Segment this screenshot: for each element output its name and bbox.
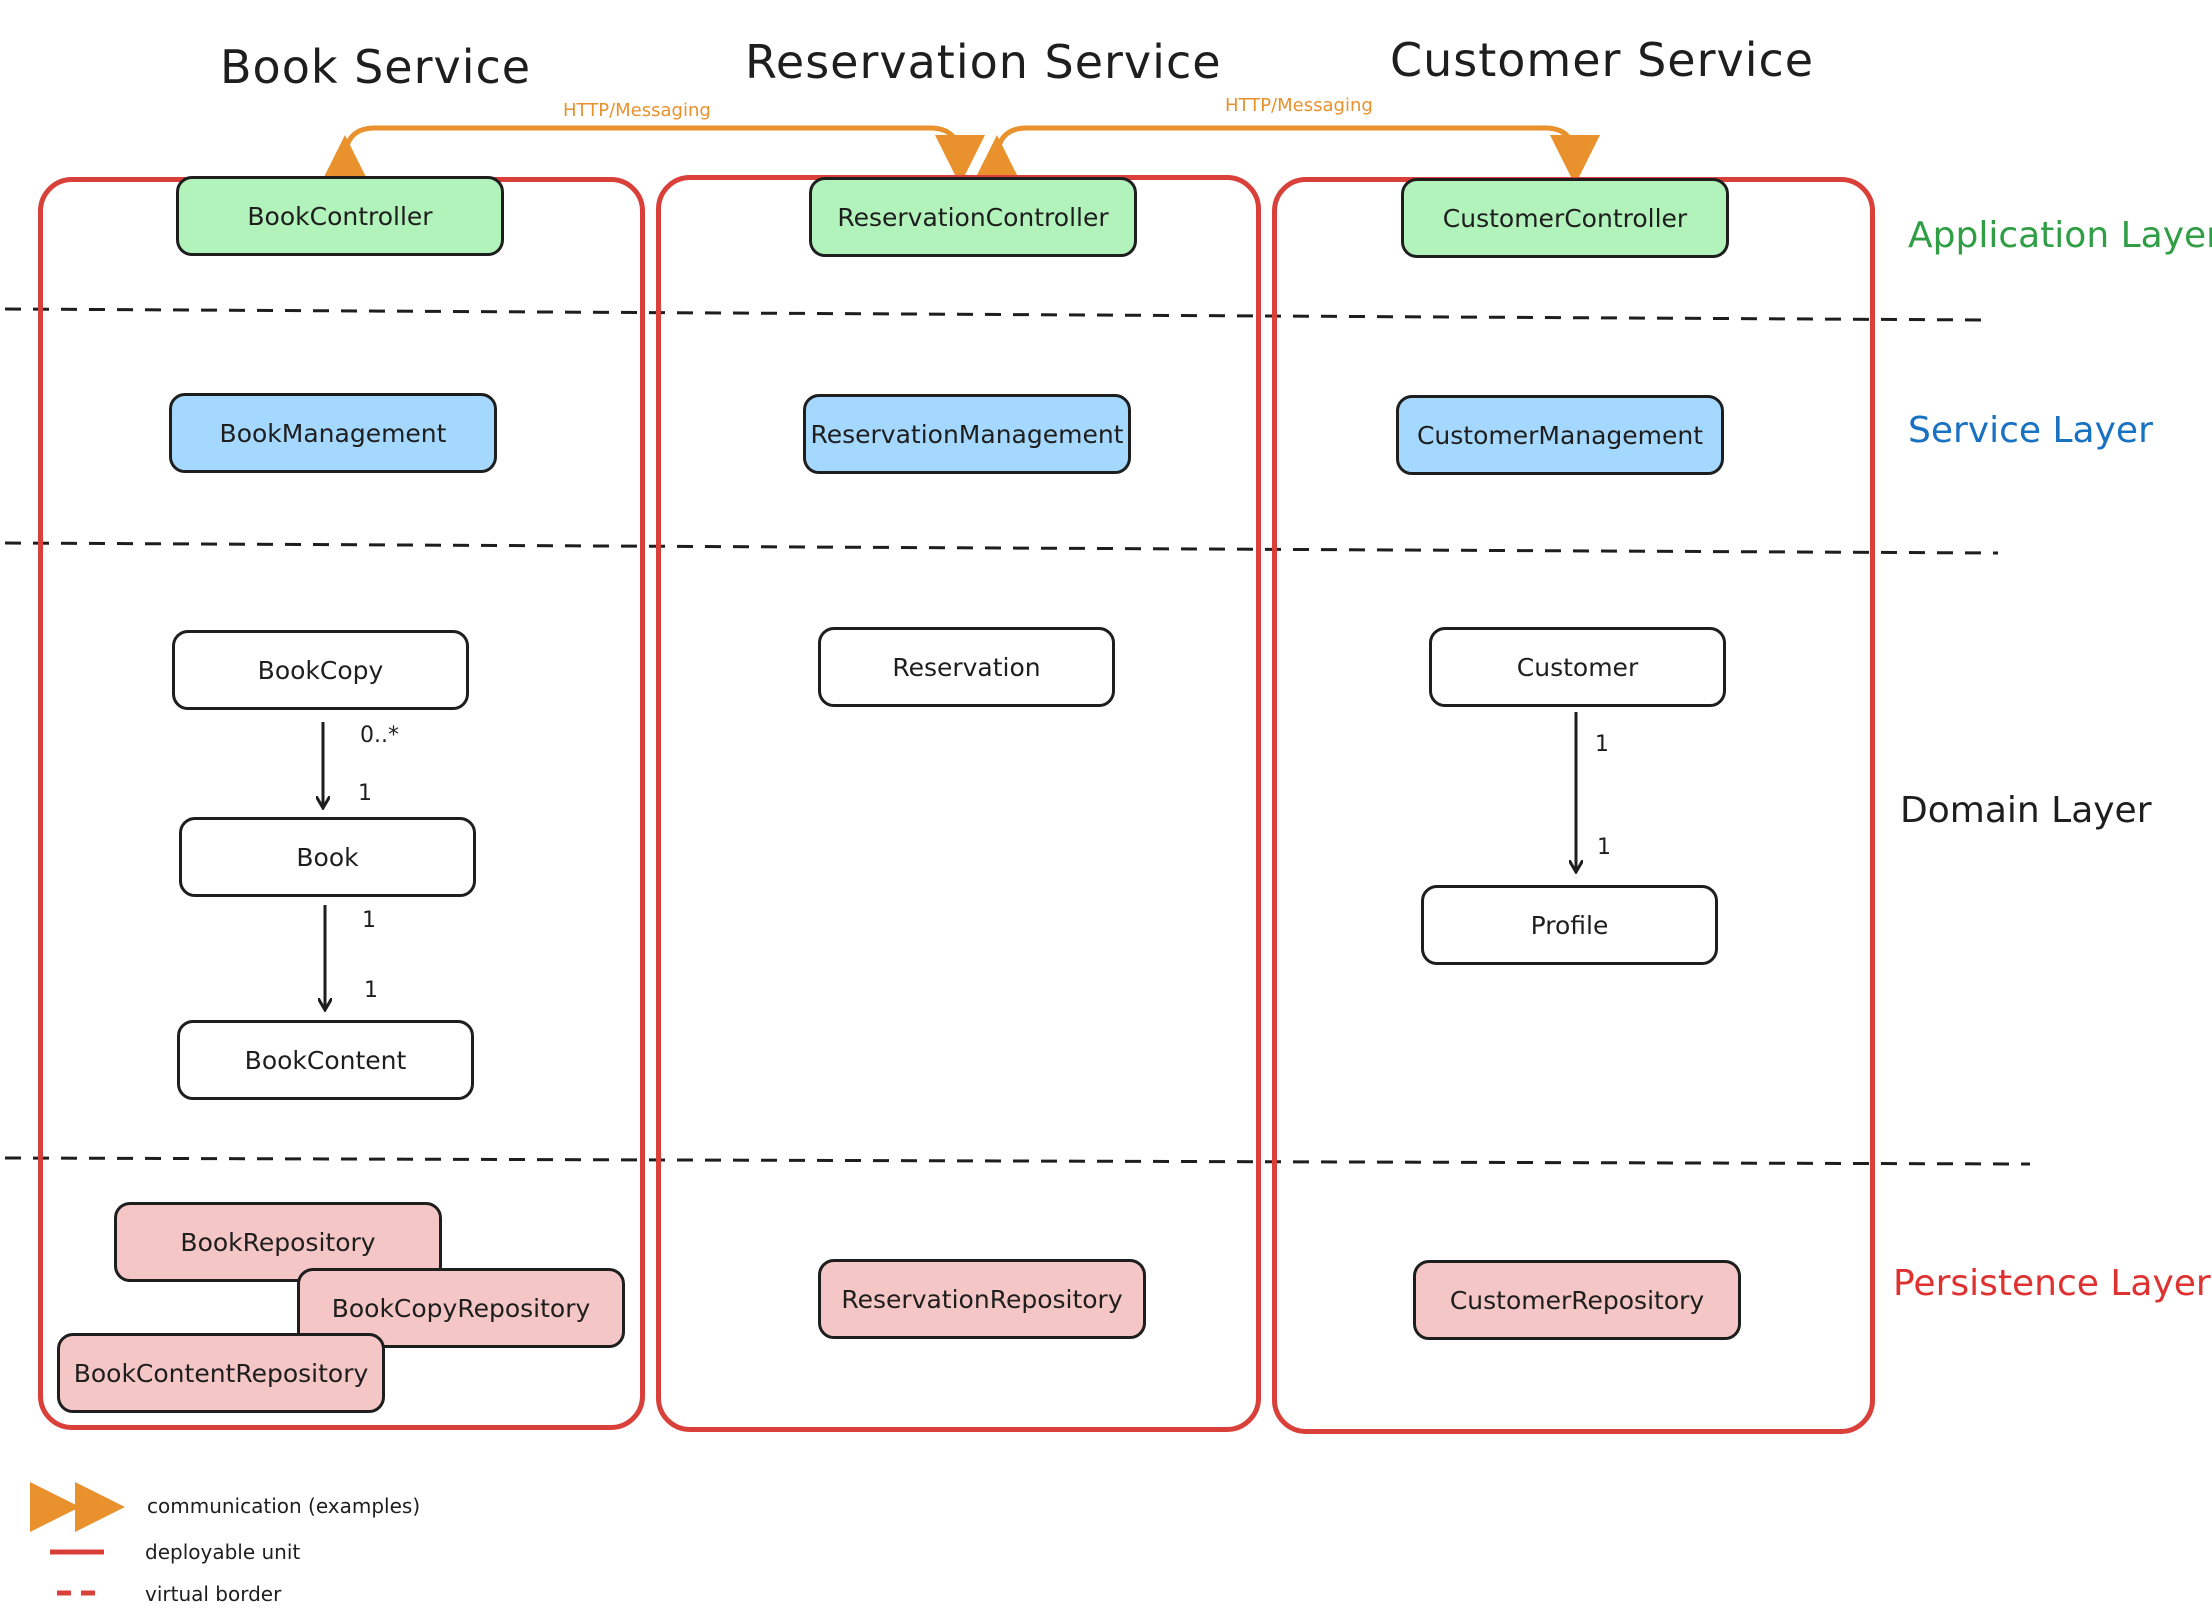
book-copy-box[interactable]: BookCopy <box>172 630 469 710</box>
multiplicity-book-content-from: 1 <box>362 908 376 933</box>
reservation-service-unit <box>656 175 1261 1432</box>
multiplicity-customer-profile-from: 1 <box>1595 732 1609 757</box>
customer-box[interactable]: Customer <box>1429 627 1726 707</box>
reservation-box[interactable]: Reservation <box>818 627 1115 707</box>
communication-label-left: HTTP/Messaging <box>563 100 711 121</box>
multiplicity-book-content-to: 1 <box>364 978 378 1003</box>
customer-repository-box[interactable]: CustomerRepository <box>1413 1260 1741 1340</box>
communication-arrow-reservation-customer <box>971 125 1600 186</box>
legend-deployable-text: deployable unit <box>145 1540 301 1564</box>
multiplicity-customer-profile-to: 1 <box>1597 835 1611 860</box>
communication-arrow-book-reservation <box>319 125 985 186</box>
customer-service-title: Customer Service <box>1390 33 1815 87</box>
reservation-repository-box[interactable]: ReservationRepository <box>818 1259 1146 1339</box>
book-content-box[interactable]: BookContent <box>177 1020 474 1100</box>
customer-service-unit <box>1272 177 1875 1434</box>
book-box[interactable]: Book <box>179 817 476 897</box>
application-layer-label: Application Layer <box>1908 215 2212 256</box>
virtual-border-application-service <box>4 307 1991 322</box>
multiplicity-bookcopy-book-to: 1 <box>358 781 372 806</box>
book-copy-repository-box[interactable]: BookCopyRepository <box>297 1268 625 1348</box>
book-management-box[interactable]: BookManagement <box>169 393 497 473</box>
reservation-management-box[interactable]: ReservationManagement <box>803 394 1131 474</box>
multiplicity-bookcopy-book-from: 0..* <box>360 723 399 748</box>
virtual-border-service-domain <box>4 541 1999 555</box>
book-controller-box[interactable]: BookController <box>176 176 504 256</box>
communication-label-right: HTTP/Messaging <box>1225 95 1373 116</box>
book-service-title: Book Service <box>220 40 532 94</box>
reservation-service-title: Reservation Service <box>745 35 1222 89</box>
customer-management-box[interactable]: CustomerManagement <box>1396 395 1724 475</box>
virtual-border-domain-persistence <box>4 1156 2031 1166</box>
reservation-controller-box[interactable]: ReservationController <box>809 177 1137 257</box>
service-layer-label: Service Layer <box>1908 410 2153 451</box>
book-content-repository-box[interactable]: BookContentRepository <box>57 1333 385 1413</box>
domain-layer-label: Domain Layer <box>1900 790 2152 831</box>
legend-communication-text: communication (examples) <box>147 1494 421 1518</box>
persistence-layer-label: Persistence Layer <box>1893 1263 2211 1304</box>
profile-box[interactable]: Profile <box>1421 885 1718 965</box>
legend-virtual-text: virtual border <box>145 1582 282 1606</box>
customer-controller-box[interactable]: CustomerController <box>1401 178 1729 258</box>
